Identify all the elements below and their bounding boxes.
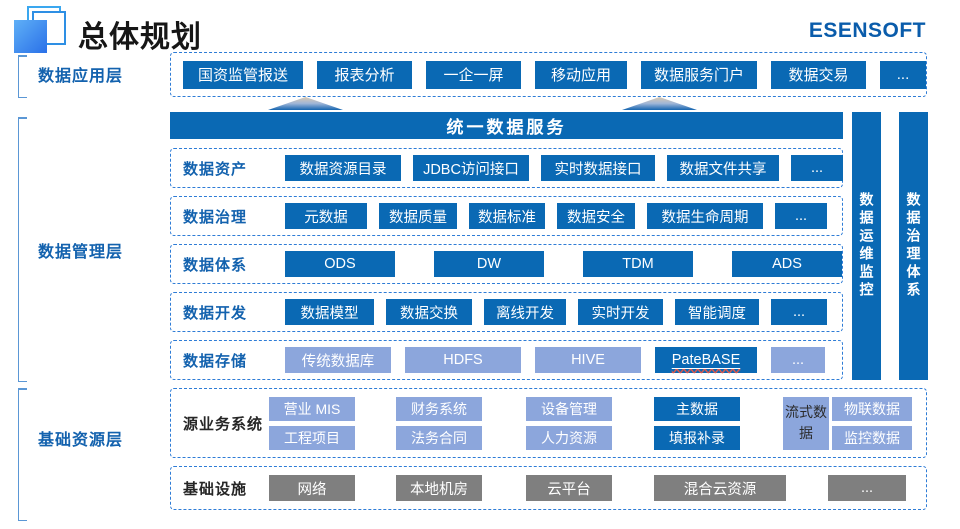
row-label: 数据体系	[183, 256, 248, 274]
management-layer-bracket	[18, 117, 27, 382]
app-block: 数据服务门户	[641, 60, 757, 89]
resource-layer-label: 基础资源层	[38, 432, 124, 449]
application-layer-box: 国资监管报送 报表分析 一企一屏 移动应用 数据服务门户 数据交易 ...	[170, 52, 927, 97]
logo-solid-square	[14, 20, 47, 53]
source-block: 物联数据	[832, 396, 912, 421]
source-group: 主数据 填报补录	[654, 396, 740, 450]
app-block: 一企一屏	[426, 60, 521, 89]
ops-monitoring-sidebar: 数据运维监控	[852, 112, 881, 380]
development-block: 实时开发	[578, 299, 663, 325]
storage-block-ellipsis: ...	[771, 347, 825, 373]
application-layer-bracket	[18, 55, 27, 98]
development-block-ellipsis: ...	[771, 299, 827, 325]
sidebar-vertical-label: 数据治理体系	[905, 192, 922, 300]
source-systems-row: 源业务系统 营业 MIS 工程项目 财务系统 法务合同 设备管理 人力资源 主数…	[170, 388, 927, 458]
storage-block-label: PateBASE	[671, 352, 741, 368]
infra-block: 混合云资源	[654, 475, 786, 501]
development-block: 智能调度	[675, 299, 759, 325]
row-label: 数据治理	[183, 208, 248, 226]
data-storage-row: 数据存储 传统数据库 HDFS HIVE PateBASE ...	[170, 340, 843, 380]
page-title: 总体规划	[78, 21, 202, 54]
governance-block: 数据标准	[469, 203, 545, 229]
data-development-row: 数据开发 数据模型 数据交换 离线开发 实时开发 智能调度 ...	[170, 292, 843, 332]
source-group: 财务系统 法务合同	[396, 396, 482, 450]
up-arrow-icon	[268, 97, 343, 110]
layered-squares-icon	[10, 4, 70, 56]
management-layer-label: 数据管理层	[38, 244, 124, 261]
data-governance-row: 数据治理 元数据 数据质量 数据标准 数据安全 数据生命周期 ...	[170, 196, 843, 236]
app-block: 数据交易	[771, 60, 866, 89]
source-group: 设备管理 人力资源	[526, 396, 612, 450]
up-arrow-icon	[622, 97, 697, 110]
architecture-block: TDM	[583, 251, 693, 277]
storage-block: HDFS	[405, 347, 521, 373]
development-block: 离线开发	[484, 299, 566, 325]
source-block: 人力资源	[526, 425, 612, 450]
governance-block-ellipsis: ...	[775, 203, 827, 229]
row-label: 源业务系统	[183, 415, 264, 433]
asset-block: JDBC访问接口	[413, 155, 529, 181]
infra-block: 云平台	[526, 475, 612, 501]
resource-layer-bracket	[18, 388, 27, 521]
app-block-ellipsis: ...	[880, 60, 926, 89]
governance-block: 数据质量	[379, 203, 457, 229]
data-assets-row: 数据资产 数据资源目录 JDBC访问接口 实时数据接口 数据文件共享 ...	[170, 148, 843, 188]
infra-block: 网络	[269, 475, 355, 501]
app-block: 报表分析	[317, 60, 412, 89]
source-block: 法务合同	[396, 425, 482, 450]
brand-logo: ESENSOFT	[808, 19, 926, 42]
source-block: 营业 MIS	[269, 396, 355, 421]
infra-block: 本地机房	[396, 475, 482, 501]
row-label: 基础设施	[183, 480, 248, 498]
development-block: 数据模型	[285, 299, 374, 325]
storage-block: HIVE	[535, 347, 641, 373]
architecture-block: DW	[434, 251, 544, 277]
source-block: 监控数据	[832, 425, 912, 450]
source-block: 财务系统	[396, 396, 482, 421]
data-architecture-row: 数据体系 ODS DW TDM ADS	[170, 244, 843, 284]
source-block: 填报补录	[654, 425, 740, 450]
app-block: 移动应用	[535, 60, 627, 89]
governance-block: 数据生命周期	[647, 203, 763, 229]
storage-block-patebase: PateBASE	[655, 347, 757, 373]
development-block: 数据交换	[386, 299, 472, 325]
unified-data-service-banner: 统一数据服务	[170, 112, 843, 139]
source-block: 工程项目	[269, 425, 355, 450]
infra-block-ellipsis: ...	[828, 475, 906, 501]
asset-block: 数据资源目录	[285, 155, 401, 181]
asset-block-ellipsis: ...	[791, 155, 843, 181]
row-label: 数据存储	[183, 352, 248, 370]
row-label: 数据资产	[183, 160, 248, 178]
governance-block: 元数据	[285, 203, 367, 229]
architecture-block: ADS	[732, 251, 842, 277]
governance-block: 数据安全	[557, 203, 635, 229]
governance-system-sidebar: 数据治理体系	[899, 112, 928, 380]
infrastructure-row: 基础设施 网络 本地机房 云平台 混合云资源 ...	[170, 466, 927, 510]
sidebar-vertical-label: 数据运维监控	[858, 192, 875, 300]
asset-block: 数据文件共享	[667, 155, 779, 181]
asset-block: 实时数据接口	[541, 155, 655, 181]
source-group: 物联数据 监控数据	[832, 396, 912, 450]
source-block: 主数据	[654, 396, 740, 421]
storage-block: 传统数据库	[285, 347, 391, 373]
streaming-data-block: 流式数据	[783, 396, 829, 450]
source-group: 营业 MIS 工程项目	[269, 396, 355, 450]
row-label: 数据开发	[183, 304, 248, 322]
architecture-block: ODS	[285, 251, 395, 277]
source-block: 设备管理	[526, 396, 612, 421]
application-layer-label: 数据应用层	[38, 68, 124, 85]
app-block: 国资监管报送	[183, 60, 303, 89]
